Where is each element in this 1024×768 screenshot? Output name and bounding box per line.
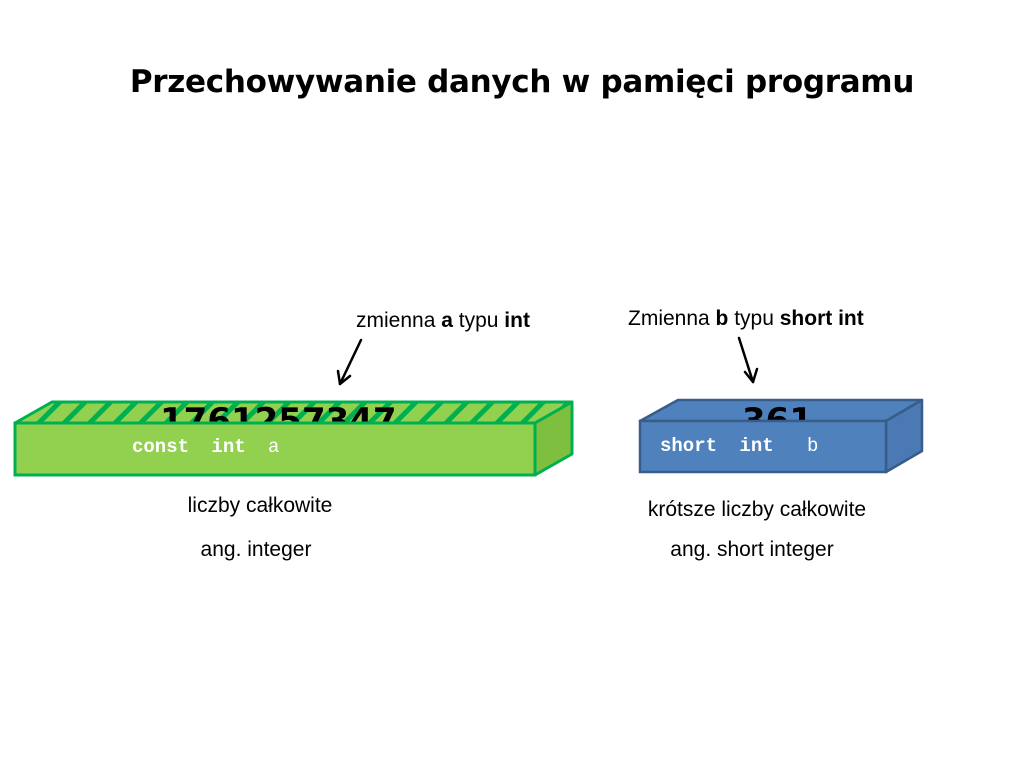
int-caption-1: liczby całkowite: [188, 494, 333, 517]
short-caption-1: krótsze liczby całkowite: [648, 498, 866, 521]
int-stored-value: 1761257347: [160, 401, 397, 441]
label-keyword-int: int: [739, 435, 773, 457]
int-memory-box: 1761257347 const int a: [13, 400, 574, 477]
int-annotation-prefix: zmienna: [356, 309, 441, 332]
label-keyword-int: int: [211, 436, 245, 458]
short-annotation-prefix: Zmienna: [628, 307, 716, 330]
label-var-name: b: [807, 435, 818, 457]
short-box-front: [638, 419, 888, 474]
short-annotation: Zmienna b typu short int: [628, 307, 864, 330]
int-caption-2: ang. integer: [201, 538, 312, 561]
int-annotation-var: a: [441, 309, 453, 332]
int-box-label: const int a: [132, 436, 279, 458]
label-keyword-short: short: [660, 435, 717, 457]
short-box-label: short int b: [660, 435, 818, 457]
int-box-front: [13, 421, 537, 477]
short-arrow: [737, 336, 759, 384]
label-keyword-const: const: [132, 436, 189, 458]
short-memory-box: 361 short int b: [638, 398, 924, 474]
short-annotation-type: short int: [780, 307, 864, 330]
slide-title: Przechowywanie danych w pamięci programu: [129, 64, 915, 100]
int-annotation-type: int: [504, 309, 530, 332]
int-arrow: [336, 338, 363, 386]
short-stored-value: 361: [742, 401, 813, 441]
short-annotation-middle: typu: [728, 307, 779, 330]
int-annotation-middle: typu: [453, 309, 504, 332]
label-var-name: a: [268, 436, 279, 458]
int-annotation: zmienna a typu int: [356, 309, 530, 332]
short-annotation-var: b: [716, 307, 729, 330]
short-caption-2: ang. short integer: [670, 538, 833, 561]
